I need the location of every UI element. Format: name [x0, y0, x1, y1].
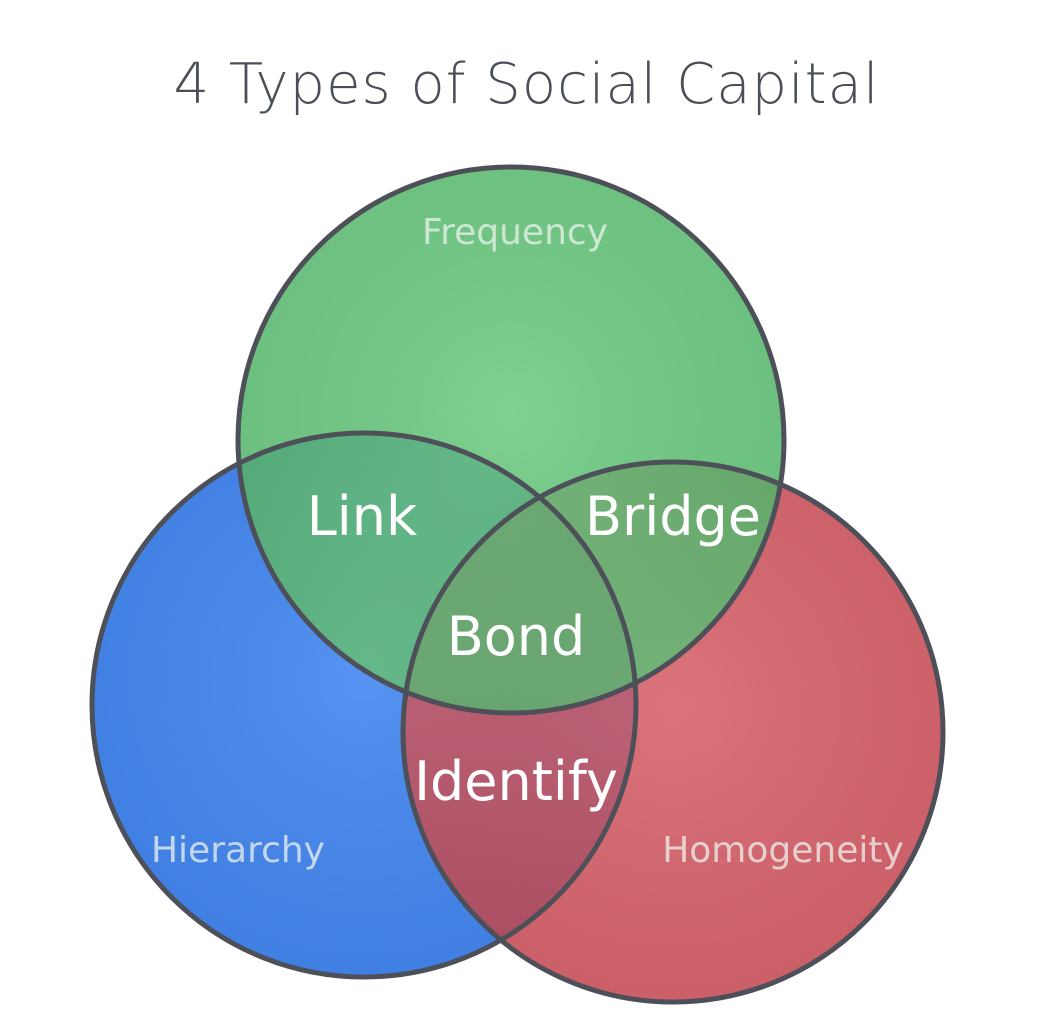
hierarchy-outline	[89, 430, 639, 980]
frequency-shade	[238, 167, 784, 713]
page-title: 4 Types of Social Capital	[173, 52, 880, 117]
identify-region-label: Identify	[414, 750, 618, 813]
homogeneity-outline	[400, 459, 946, 1005]
link-region-label: Link	[307, 485, 418, 548]
frequency-label: Frequency	[422, 212, 608, 253]
hierarchy-label: Hierarchy	[151, 830, 325, 871]
frequency-outline	[235, 164, 787, 716]
bond-region-label: Bond	[447, 605, 586, 668]
homogeneity-label: Homogeneity	[662, 830, 904, 871]
bridge-region-label: Bridge	[585, 485, 761, 548]
